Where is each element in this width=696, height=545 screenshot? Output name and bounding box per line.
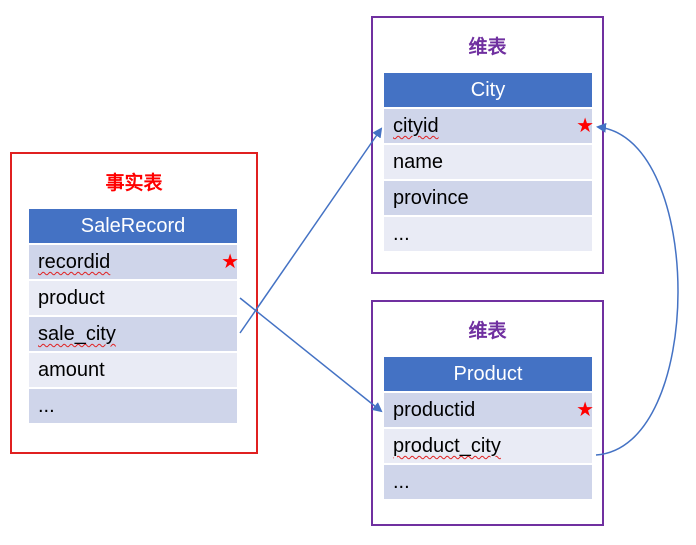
product-table-header: Product xyxy=(384,357,592,391)
primary-key-star-icon: ★ xyxy=(221,251,239,273)
salerecord-row-sale-city: sale_city xyxy=(29,317,237,351)
salerecord-table: SaleRecord recordid ★ product sale_city … xyxy=(29,209,239,423)
fact-table-frame: 事实表 xyxy=(10,152,258,454)
salerecord-field-product: product xyxy=(38,287,105,309)
arrow-product-city-to-cityid xyxy=(595,122,679,456)
product-row-productid: productid ★ xyxy=(384,393,594,427)
salerecord-table-header: SaleRecord xyxy=(29,209,237,243)
product-table: Product productid ★ product_city ... xyxy=(384,357,594,499)
city-field-name: name xyxy=(393,151,444,173)
product-field-productid: productid xyxy=(393,399,476,421)
product-row-product-city: product_city xyxy=(384,429,592,463)
city-table: City cityid ★ name province ... xyxy=(384,73,594,251)
city-dim-frame: 维表 xyxy=(371,16,604,274)
arrow-product-to-productid xyxy=(239,297,383,413)
salerecord-field-amount: amount xyxy=(38,359,105,381)
city-dim-label: 维表 xyxy=(468,36,507,58)
city-row-ellipsis: ... xyxy=(384,217,592,251)
primary-key-star-icon: ★ xyxy=(576,399,594,421)
product-row-ellipsis: ... xyxy=(384,465,592,499)
salerecord-field-recordid: recordid xyxy=(38,251,111,273)
salerecord-row-product: product xyxy=(29,281,237,315)
product-field-product-city: product_city xyxy=(393,435,501,457)
primary-key-star-icon: ★ xyxy=(576,115,594,137)
product-dim-label: 维表 xyxy=(468,320,507,342)
city-table-header: City xyxy=(384,73,592,107)
city-field-cityid: cityid xyxy=(393,115,439,137)
city-field-province: province xyxy=(393,187,469,209)
arrow-sale-city-to-cityid xyxy=(239,127,383,334)
city-row-province: province xyxy=(384,181,592,215)
salerecord-row-recordid: recordid ★ xyxy=(29,245,239,279)
product-field-ellipsis: ... xyxy=(393,471,410,493)
city-row-cityid: cityid ★ xyxy=(384,109,594,143)
product-dim-frame: 维表 xyxy=(371,300,604,526)
salerecord-field-sale-city: sale_city xyxy=(38,323,116,345)
fact-table-label: 事实表 xyxy=(105,172,163,194)
city-row-name: name xyxy=(384,145,592,179)
city-field-ellipsis: ... xyxy=(393,223,410,245)
salerecord-row-ellipsis: ... xyxy=(29,389,237,423)
salerecord-row-amount: amount xyxy=(29,353,237,387)
salerecord-field-ellipsis: ... xyxy=(38,395,55,417)
